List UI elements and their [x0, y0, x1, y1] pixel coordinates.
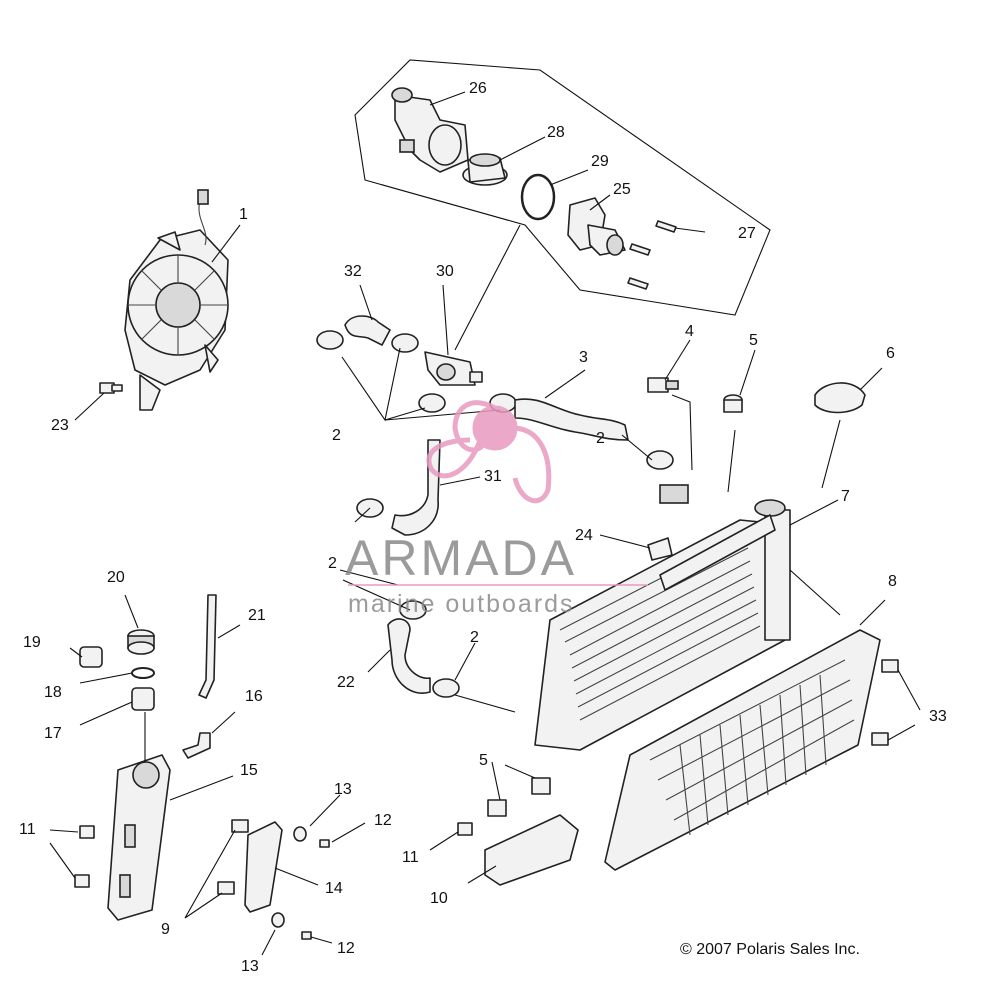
- part-5-grommet-upper: [723, 394, 743, 413]
- callout-5-upper: 5: [749, 332, 758, 349]
- part-11-screw-right: [457, 822, 473, 836]
- callout-labels: 1 26 28 29 25 27 32 30 23 2 3 4 5 6 2 31…: [19, 80, 947, 975]
- callout-23: 23: [51, 417, 69, 434]
- part-3-upper-hose: [514, 398, 629, 441]
- callout-31: 31: [484, 468, 502, 485]
- callout-20: 20: [107, 569, 125, 586]
- callout-18: 18: [44, 684, 62, 701]
- callout-9: 9: [161, 921, 170, 938]
- part-7-radiator: [534, 484, 791, 751]
- callout-8: 8: [888, 573, 897, 590]
- callout-14: 14: [325, 880, 343, 897]
- callout-21: 21: [248, 607, 266, 624]
- part-16-fitting: [182, 732, 211, 759]
- callout-6: 6: [886, 345, 895, 362]
- part-20-reservoir-cap: [127, 629, 155, 655]
- part-9-bolts: [217, 819, 249, 895]
- callout-25: 25: [613, 181, 631, 198]
- part-23-screw: [99, 382, 123, 394]
- callout-22: 22: [337, 674, 355, 691]
- part-17-neck: [131, 687, 155, 711]
- callout-33: 33: [929, 708, 947, 725]
- copyright-text: © 2007 Polaris Sales Inc.: [680, 941, 860, 958]
- watermark-subtitle: marine outboards: [348, 590, 575, 618]
- part-14-bracket: [244, 821, 283, 913]
- callout-27: 27: [738, 225, 756, 242]
- callout-12-upper: 12: [374, 812, 392, 829]
- callout-13-lower: 13: [241, 958, 259, 975]
- callout-10: 10: [430, 890, 448, 907]
- part-6-radiator-cap: [814, 382, 866, 414]
- callout-5-lower: 5: [479, 752, 488, 769]
- part-33-screws: [871, 659, 899, 746]
- callout-4: 4: [685, 323, 694, 340]
- watermark-title: ARMADA: [345, 530, 577, 586]
- part-10-bracket: [484, 814, 579, 886]
- callout-17: 17: [44, 725, 62, 742]
- callout-15: 15: [240, 762, 258, 779]
- part-29-o-ring: [520, 173, 556, 221]
- callout-3: 3: [579, 349, 588, 366]
- part-30-temperature-sender: [424, 351, 483, 386]
- part-8-shroud: [604, 629, 881, 871]
- part-4-sensor: [647, 377, 679, 393]
- part-1-fan: [124, 189, 229, 411]
- callout-2-lower: 2: [470, 629, 479, 646]
- part-11-screws-left: [74, 825, 95, 888]
- callout-13-upper: 13: [334, 781, 352, 798]
- callout-19: 19: [23, 634, 41, 651]
- part-15-reservoir: [107, 754, 171, 921]
- callout-16: 16: [245, 688, 263, 705]
- part-32-hose: [344, 315, 391, 346]
- part-5-grommets-lower: [487, 777, 551, 817]
- callout-30: 30: [436, 263, 454, 280]
- part-19-cap-cover: [79, 646, 103, 668]
- watermark: ARMADA marine outboards: [345, 400, 648, 618]
- part-21-overflow-hose: [198, 594, 217, 699]
- callout-32: 32: [344, 263, 362, 280]
- propeller-logo: [426, 400, 552, 504]
- part-27-screws: [627, 220, 677, 290]
- part-18-gasket: [131, 667, 155, 679]
- callout-11-left: 11: [19, 821, 36, 838]
- part-25-thermostat-cover: [567, 197, 626, 256]
- part-26-thermostat-housing: [391, 87, 469, 173]
- leader-lines: [49, 91, 921, 956]
- part-28-thermostat: [462, 153, 508, 186]
- part-13-washers: [271, 826, 307, 928]
- callout-24: 24: [575, 527, 593, 544]
- callout-29: 29: [591, 153, 609, 170]
- callout-12-lower: 12: [337, 940, 355, 957]
- callout-2-mid: 2: [328, 555, 337, 572]
- callout-2-upper: 2: [332, 427, 341, 444]
- callout-26: 26: [469, 80, 487, 97]
- callout-7: 7: [841, 488, 850, 505]
- callout-11-right: 11: [402, 849, 419, 866]
- part-22-lower-hose: [387, 618, 431, 694]
- part-12-nuts: [301, 839, 330, 940]
- part-24-bracket: [647, 537, 673, 561]
- callout-2-right: 2: [596, 430, 605, 447]
- part-2-clamps: [316, 330, 674, 698]
- callout-28: 28: [547, 124, 565, 141]
- thermostat-group-outline: [354, 59, 771, 316]
- callout-1: 1: [239, 206, 248, 223]
